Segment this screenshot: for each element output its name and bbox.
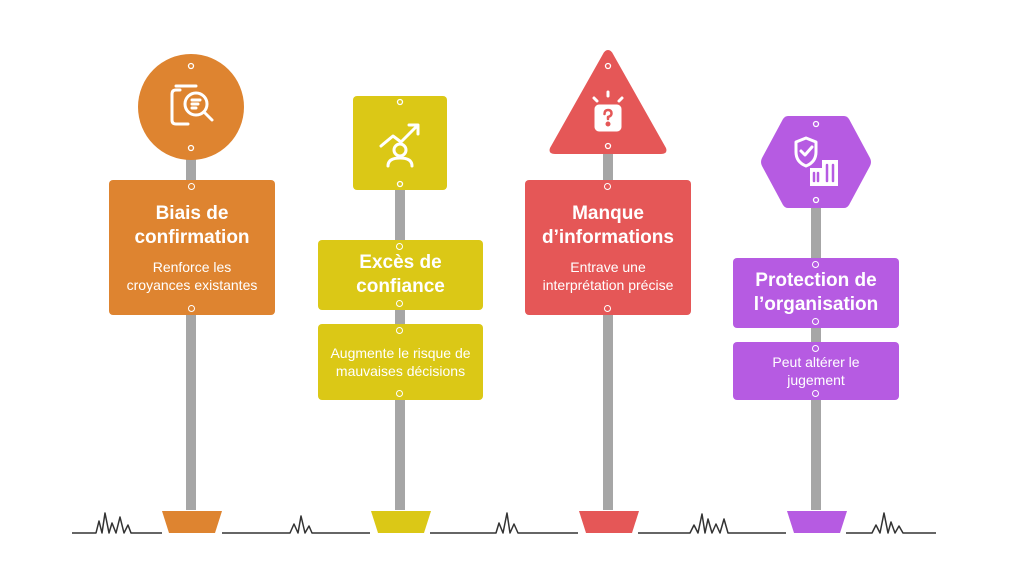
sign-card: Excès de confiance	[318, 240, 483, 310]
sign-description: Peut altérer le jugement	[772, 354, 860, 388]
pole-base	[787, 511, 847, 533]
sign-pole	[603, 150, 613, 510]
document-search-icon	[166, 82, 218, 137]
sign-card: Manque d’informations Entrave une interp…	[525, 180, 691, 315]
sign-icon-plate	[761, 116, 871, 208]
pole-base	[162, 511, 222, 533]
sign-description: Augmente le risque de mauvaises décision…	[330, 345, 471, 379]
question-box-icon	[588, 90, 628, 139]
sign-description: Entrave une interprétation précise	[542, 258, 674, 293]
sign-title: Protection de l’organisation	[753, 270, 879, 315]
sign-card: Protection de l’organisation	[733, 258, 899, 328]
pole-base	[579, 511, 639, 533]
sign-description: Renforce les croyances existantes	[126, 258, 258, 293]
sign-subcard: Augmente le risque de mauvaises décision…	[318, 324, 483, 400]
person-rising-chart-icon	[375, 118, 425, 173]
sign-title: Excès de confiance	[356, 252, 445, 297]
shield-building-icon	[792, 136, 842, 193]
sign-subcard: Peut altérer le jugement	[733, 342, 899, 400]
sign-title: Manque d’informations	[542, 202, 674, 248]
sign-icon-plate	[549, 50, 667, 154]
sign-card: Biais de confirmation Renforce les croya…	[109, 180, 275, 315]
pole-base	[371, 511, 431, 533]
sign-pole	[186, 150, 196, 510]
sign-title: Biais de confirmation	[134, 202, 250, 248]
